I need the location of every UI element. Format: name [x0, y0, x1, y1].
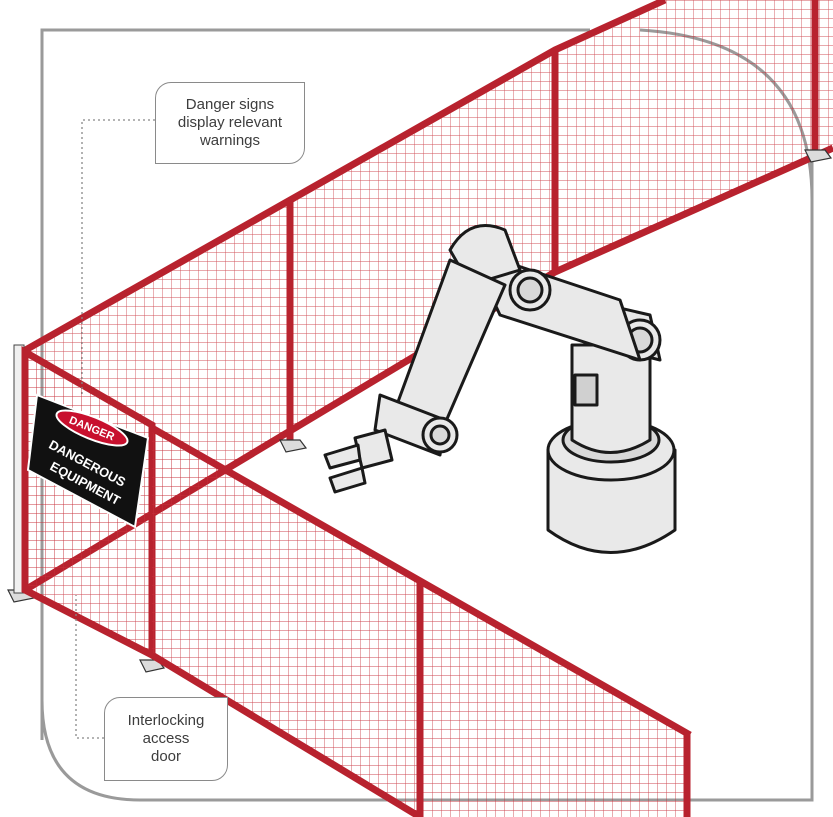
callout-interlocking-door: Interlocking access door: [104, 697, 228, 781]
callout-danger-signs-text: Danger signs display relevant warnings: [178, 96, 282, 150]
callout-interlocking-door-text: Interlocking access door: [128, 712, 205, 766]
callout-danger-signs: Danger signs display relevant warnings: [155, 82, 305, 164]
